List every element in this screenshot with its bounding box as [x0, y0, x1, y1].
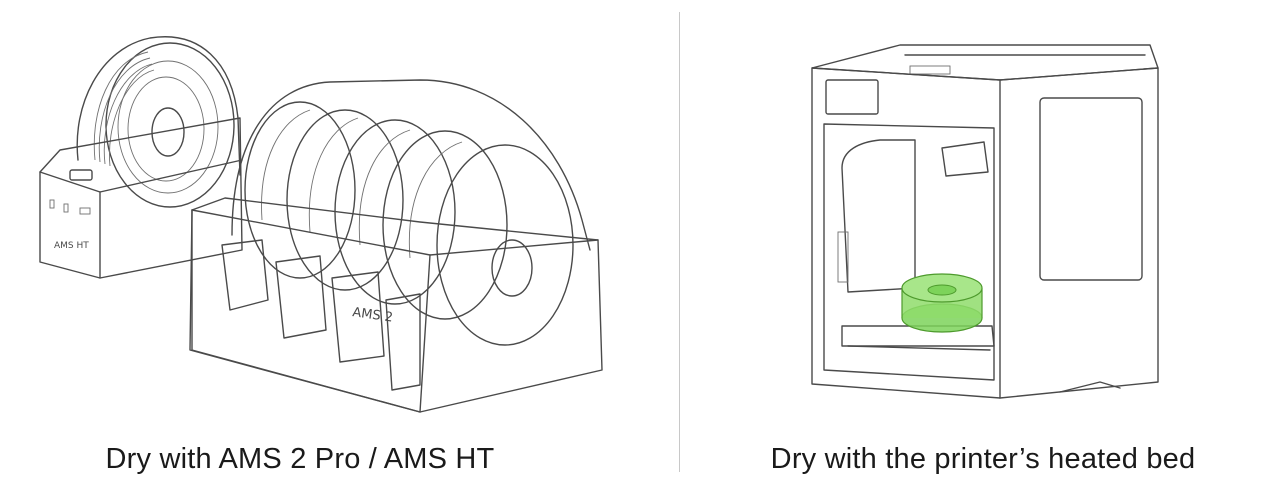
ams-ht-label: AMS HT [54, 241, 89, 251]
spools [244, 101, 574, 346]
spool-on-bed [901, 273, 983, 333]
ams-illustration: AMS HT [39, 36, 603, 413]
right-caption: Dry with the printer’s heated bed [770, 443, 1196, 475]
left-panel: AMS HT [39, 36, 603, 475]
ams-ht-unit: AMS HT [39, 36, 243, 279]
right-panel: Dry with the printer’s heated bed [680, 0, 1280, 490]
left-caption: Dry with AMS 2 Pro / AMS HT [105, 443, 495, 475]
ams-2-pro-unit: AMS 2 [189, 79, 603, 413]
printer [811, 44, 1159, 399]
divider [679, 12, 680, 472]
ams-2-label: AMS 2 [351, 305, 393, 326]
feeders [221, 239, 421, 391]
printer-illustration [811, 44, 1159, 399]
